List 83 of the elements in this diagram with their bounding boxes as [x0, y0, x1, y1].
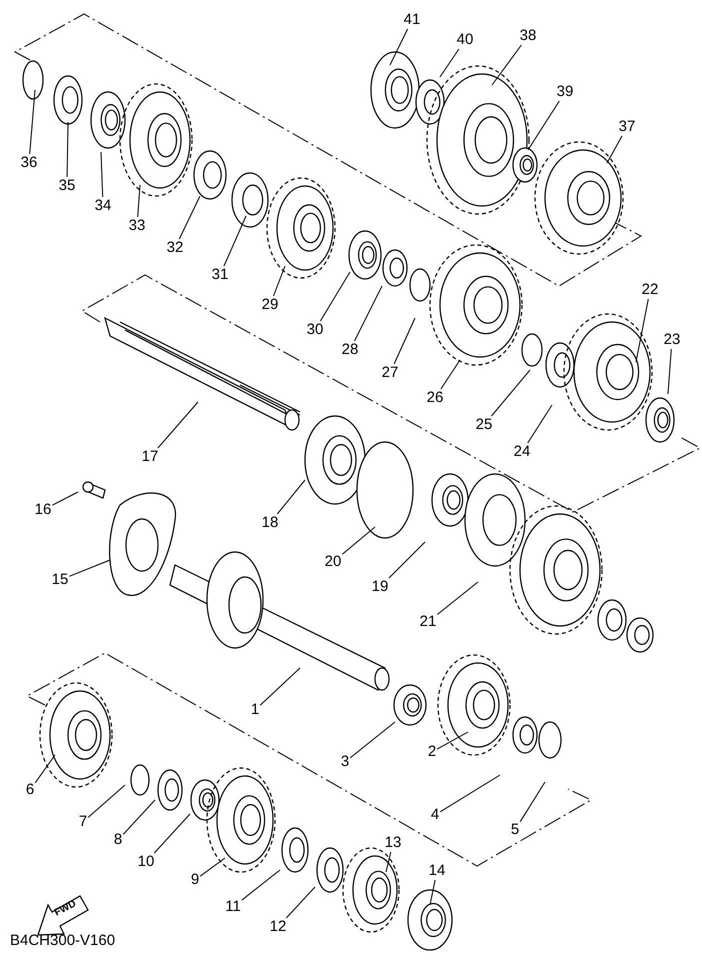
- callout-number: 18: [260, 514, 280, 532]
- callout-number: 13: [384, 834, 402, 852]
- callout-number: 32: [166, 239, 184, 257]
- callout-number: 35: [58, 177, 76, 195]
- callout-number: 40: [456, 31, 474, 49]
- callout-number: 14: [428, 862, 446, 880]
- leader-line: [528, 100, 560, 150]
- callout-number: 28: [340, 341, 360, 359]
- callout-number: 39: [556, 83, 574, 101]
- callout-number: 24: [512, 443, 532, 461]
- callout-number: 31: [210, 266, 230, 284]
- callout-number: 4: [430, 806, 440, 824]
- leader-line: [440, 48, 460, 78]
- callout-number: 22: [640, 281, 660, 299]
- leader-line: [386, 852, 392, 872]
- leader-line: [34, 754, 56, 784]
- leader-line: [122, 800, 156, 835]
- leader-line: [178, 196, 200, 240]
- leader-line: [88, 784, 126, 818]
- leader-line: [68, 560, 110, 577]
- callout-number: 36: [20, 154, 38, 172]
- leader-line: [354, 286, 382, 342]
- callout-number: 17: [140, 448, 160, 466]
- callout-number: 9: [190, 871, 200, 889]
- leader-line: [29, 90, 36, 154]
- leader-line: [200, 858, 226, 877]
- callout-number: 23: [662, 331, 682, 349]
- diagram-code: B4CH300-V160: [10, 932, 116, 949]
- callout-number: 26: [426, 389, 444, 407]
- callout-number: 11: [224, 898, 242, 916]
- leader-line: [276, 480, 306, 514]
- leader-line: [241, 870, 280, 901]
- leader-line: [100, 152, 104, 198]
- leader-line: [440, 774, 500, 812]
- callout-number: 33: [128, 217, 146, 235]
- callout-number: 16: [34, 501, 52, 519]
- leader-line: [527, 404, 552, 444]
- leader-line: [388, 542, 426, 578]
- callout-number: 15: [50, 571, 70, 589]
- leader-line: [492, 44, 522, 86]
- callout-number: 1: [250, 701, 260, 719]
- leader-line: [440, 360, 460, 390]
- leader-line: [52, 492, 78, 506]
- leader-line: [320, 272, 350, 322]
- callout-number: 7: [78, 813, 88, 831]
- callout-number: 34: [94, 197, 112, 215]
- leader-line: [436, 582, 478, 615]
- callout-number: 41: [402, 11, 422, 29]
- callout-number: 30: [306, 321, 324, 339]
- callout-number: 10: [136, 853, 156, 871]
- leader-line: [154, 814, 190, 854]
- leader-line: [66, 122, 68, 178]
- callout-number: 6: [24, 781, 36, 799]
- callout-number: 20: [324, 553, 342, 571]
- leader-line: [636, 298, 649, 362]
- callout-number: 12: [268, 918, 288, 936]
- leader-line: [430, 880, 436, 906]
- callout-number: 8: [112, 831, 124, 849]
- callout-number: 3: [340, 753, 350, 771]
- leader-line: [342, 526, 376, 555]
- leader-line: [224, 216, 246, 266]
- callout-number: 27: [380, 364, 400, 382]
- callout-number: 2: [426, 743, 438, 761]
- callout-number: 25: [474, 416, 494, 434]
- leader-line: [260, 668, 300, 706]
- callout-number: 5: [510, 821, 520, 839]
- callout-number: 21: [418, 613, 438, 631]
- leader-line: [606, 136, 622, 164]
- leader-line: [390, 28, 408, 66]
- leader-line: [520, 782, 546, 822]
- callout-number: 38: [518, 27, 538, 45]
- leader-line: [157, 402, 198, 448]
- callout-number: 29: [260, 296, 280, 314]
- leader-line: [273, 266, 286, 296]
- leader-line: [394, 318, 416, 364]
- leader-line: [491, 370, 530, 416]
- leader-line: [436, 732, 468, 750]
- callout-number: 19: [370, 578, 390, 596]
- leader-line: [668, 348, 672, 394]
- leader-line: [286, 886, 316, 918]
- leader-line: [137, 184, 140, 218]
- leader-line: [350, 722, 396, 758]
- callout-number: 37: [618, 118, 636, 136]
